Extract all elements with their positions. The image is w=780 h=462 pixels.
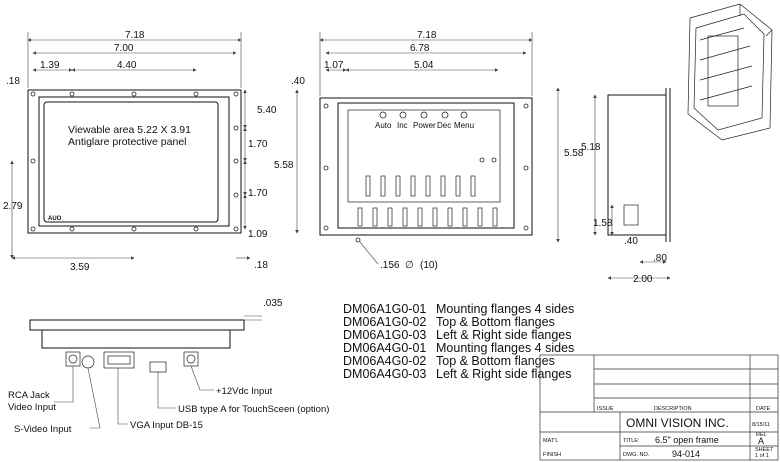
vga-port (103, 351, 135, 369)
side-view: 5.58 5.18 1.58 .40 .80 2.00 (556, 87, 671, 285)
hole-callout-count: (10) (420, 260, 438, 271)
model-desc: Mounting flanges 4 sides (436, 302, 574, 316)
front-mount-holes (30, 91, 239, 232)
dim-front-hole-center: 4.40 (117, 60, 137, 71)
rear-board (347, 109, 501, 203)
button-label-dec: Dec (437, 121, 451, 130)
vga-label: VGA Input DB-15 (130, 420, 203, 431)
dim-rear-button-span: 5.04 (414, 60, 434, 71)
dim-rear-left-edge: 1.07 (324, 60, 344, 71)
rear-buttons: Auto Inc Power Dec Menu (375, 111, 474, 130)
model-list: DM06A1G0-01 Mounting flanges 4 sides DM0… (343, 302, 574, 381)
revision-label: REL (756, 432, 767, 438)
revision-value: A (758, 436, 764, 446)
sheet-label: SHEET (755, 447, 774, 453)
button-label-auto: Auto (375, 121, 392, 130)
rear-mount-holes (323, 103, 529, 243)
title-label: TITLE: (623, 438, 640, 444)
button-label-power: Power (413, 121, 436, 130)
model-code: DM06A1G0-02 (343, 315, 426, 329)
dim-side-height: 5.58 (564, 148, 584, 159)
rear-view: Auto Inc Power Dec Menu 7.18 6.78 .40 1.… (291, 30, 533, 271)
dwg-no-value: 94-014 (672, 449, 700, 459)
side-connector (623, 204, 639, 226)
front-flange (27, 89, 242, 234)
hole-callout-size: .156 (380, 260, 400, 271)
button-label-menu: Menu (454, 121, 474, 130)
dim-front-pitch-a: 1.70 (248, 139, 268, 150)
issue-date: 8/15/11 (752, 422, 770, 428)
model-code: DM06A1G0-01 (343, 302, 426, 316)
dim-rear-span: 6.78 (410, 43, 430, 54)
viewable-area-label: Viewable area 5.22 X 3.91 (68, 124, 191, 136)
material-label: MAT'L (543, 438, 558, 444)
usb-label: USB type A for TouchSceen (option) (178, 404, 329, 415)
isometric-view (687, 3, 773, 141)
dim-front-bottom-pitch: 1.09 (248, 229, 268, 240)
button-label-inc: Inc (397, 121, 408, 130)
model-code: DM06A1G0-03 (343, 328, 426, 342)
front-screen (43, 101, 219, 223)
dim-front-width: 7.18 (125, 30, 145, 41)
dwg-no-label: DWG. NO. (623, 452, 650, 458)
rear-vents (357, 175, 498, 227)
model-desc: Left & Right side flanges (436, 328, 572, 342)
rca-label-2: Video Input (8, 402, 56, 413)
dim-front-left-offset: 1.39 (40, 60, 60, 71)
dim-side-inner: 5.18 (581, 142, 601, 153)
model-code: DM06A4G0-03 (343, 367, 426, 381)
svideo-port (81, 355, 95, 369)
brand-label: AUO (48, 216, 62, 222)
rca-label-1: RCA Jack (8, 390, 50, 401)
power-jack (183, 351, 199, 367)
dim-side-low: 1.58 (593, 218, 613, 229)
bottom-flange (29, 319, 245, 331)
model-code: DM06A4G0-01 (343, 341, 426, 355)
finish-label: FINISH (543, 452, 561, 458)
rear-flange (319, 97, 533, 236)
power-label: +12Vdc Input (216, 386, 273, 397)
svideo-label: S-Video Input (14, 424, 72, 435)
drawing-title: 6.5" open frame (655, 435, 719, 445)
sheet-value: 1 of 1 (755, 453, 769, 459)
front-view: Viewable area 5.22 X 3.91 Antiglare prot… (3, 30, 299, 273)
side-body (607, 94, 667, 236)
title-block: ISSUE DESCRIPTION DATE OMNI VISION INC. … (539, 354, 779, 461)
issue-header: ISSUE (597, 406, 614, 412)
model-desc: Mounting flanges 4 sides (436, 341, 574, 355)
description-header: DESCRIPTION (654, 406, 692, 412)
hole-callout-symbol: ∅ (405, 260, 414, 271)
dim-rear-width: 7.18 (417, 30, 437, 41)
antiglare-label: Antiglare protective panel (68, 136, 187, 148)
model-code: DM06A4G0-02 (343, 354, 426, 368)
dim-side-total-depth: 2.00 (633, 274, 653, 285)
dim-front-bottom-left: 3.59 (70, 262, 90, 273)
dim-front-hole-span: 7.00 (114, 43, 134, 54)
dim-front-right-top: 5.40 (257, 105, 277, 116)
rca-jack (65, 351, 81, 367)
model-desc: Top & Bottom flanges (436, 354, 555, 368)
bottom-chassis (41, 329, 231, 349)
dim-front-height: 5.58 (274, 160, 294, 171)
bottom-view: .035 RCA Jack Video Input S-Video Input … (8, 298, 329, 435)
model-desc: Top & Bottom flanges (436, 315, 555, 329)
rear-chassis (337, 102, 515, 229)
dim-side-small: .40 (624, 236, 638, 247)
model-desc: Left & Right side flanges (436, 367, 572, 381)
dim-rear-top-offset: .40 (291, 76, 305, 87)
date-header: DATE (756, 406, 771, 412)
dim-front-left-height: 2.79 (3, 201, 23, 212)
front-bezel (38, 96, 230, 227)
usb-port (149, 361, 167, 373)
dim-front-edge-left: .18 (6, 76, 20, 87)
dim-front-bottom-right: .18 (254, 260, 268, 271)
dim-side-depth: .80 (653, 253, 667, 264)
dim-front-pitch-b: 1.70 (248, 188, 268, 199)
company-name: OMNI VISION INC. (626, 416, 729, 430)
dim-flange-thickness: .035 (263, 298, 283, 309)
